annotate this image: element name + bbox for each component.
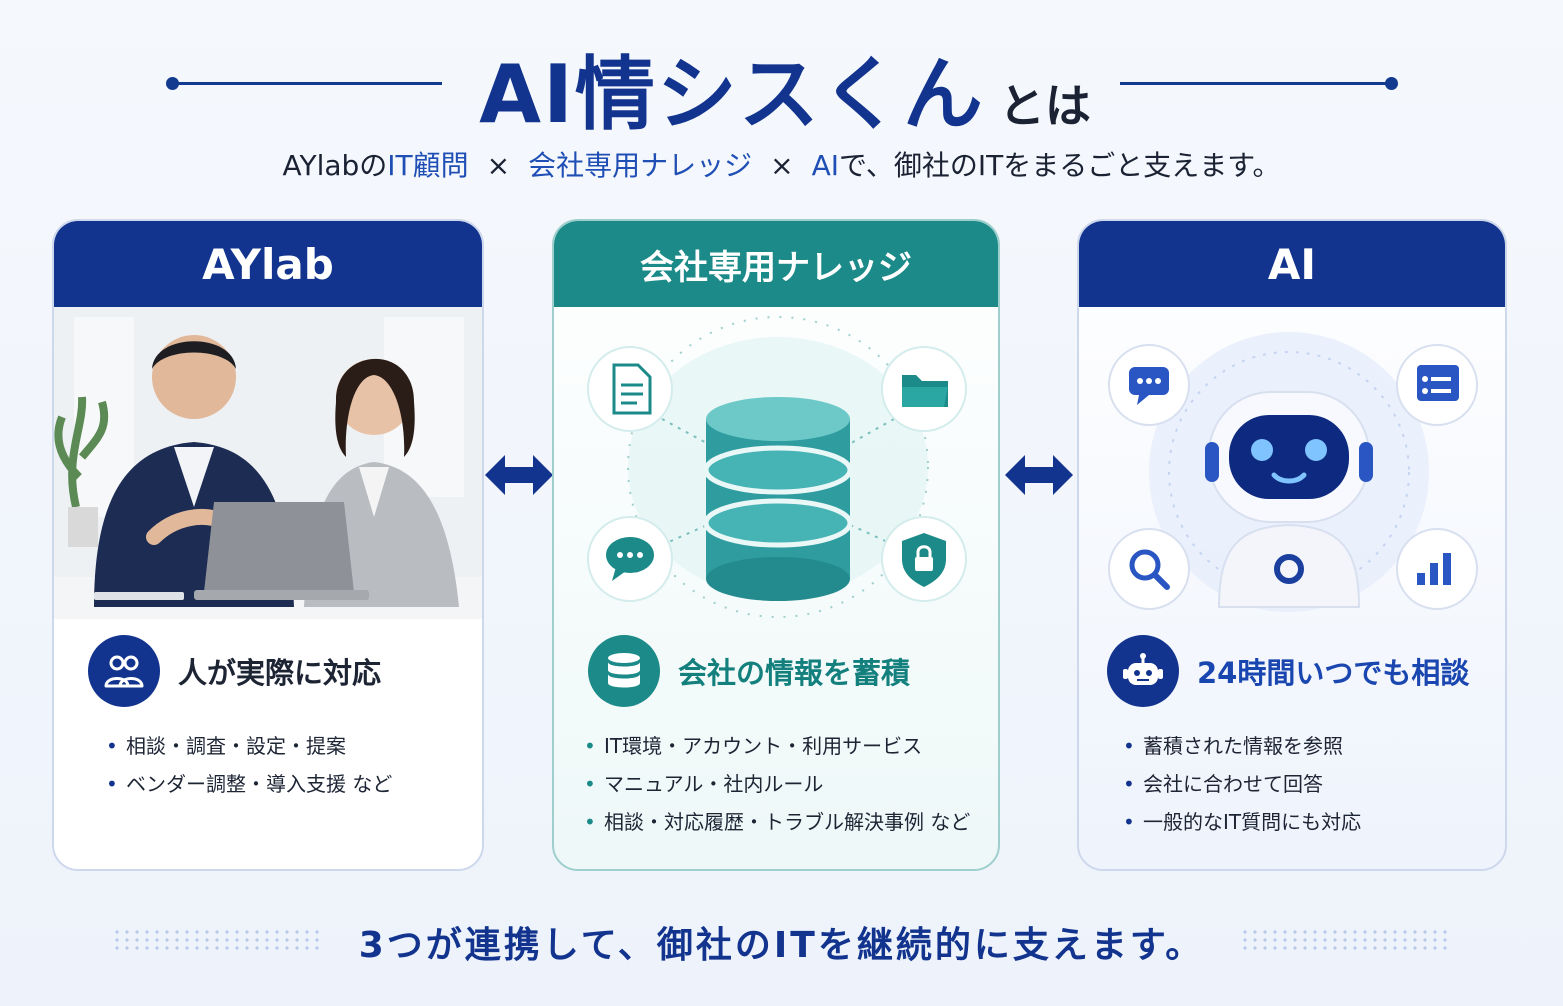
list-item: ベンダー調整・導入支援 など <box>106 765 392 803</box>
card-aylab-feature: 人が実際に対応 <box>88 635 381 707</box>
card-knowledge-heading: 会社専用ナレッジ <box>554 221 998 307</box>
subtitle: AYlabのIT顧問 × 会社専用ナレッジ × AIで、御社のITをまるごと支えます。 <box>0 144 1563 184</box>
subtitle-accent-knowledge: 会社専用ナレッジ <box>528 149 753 182</box>
card-knowledge: 会社専用ナレッジ <box>552 219 1000 871</box>
list-item: 蓄積された情報を参照 <box>1123 727 1361 765</box>
knowledge-illustration <box>587 316 967 618</box>
list-item: IT環境・アカウント・利用サービス <box>584 727 970 765</box>
subtitle-times-2: × <box>770 149 794 182</box>
card-aylab: AYlab <box>52 219 484 871</box>
card-ai-heading: AI <box>1079 221 1505 307</box>
knowledge-visual <box>554 307 998 619</box>
document-icon <box>587 346 673 432</box>
chat-icon <box>587 516 673 602</box>
page-title-main: AI情シスくん <box>479 48 985 141</box>
subtitle-tail: で、御社のITをまるごと支えます。 <box>839 149 1281 182</box>
card-ai-feature-title: 24時間いつでも相談 <box>1197 656 1470 690</box>
list-item: 相談・調査・設定・提案 <box>106 727 392 765</box>
card-knowledge-bullets: IT環境・アカウント・利用サービス マニュアル・社内ルール 相談・対応履歴・トラ… <box>584 727 970 841</box>
title-decor-dot-right <box>1385 77 1398 90</box>
card-ai-bullets: 蓄積された情報を参照 会社に合わせて回答 一般的なIT質問にも対応 <box>1123 727 1361 841</box>
chat-icon <box>1108 344 1190 426</box>
card-ai-feature: 24時間いつでも相談 <box>1107 635 1469 707</box>
card-knowledge-feature: 会社の情報を蓄積 <box>588 635 910 707</box>
consultants-illustration <box>54 307 482 619</box>
search-icon <box>1108 528 1190 610</box>
list-item: 相談・対応履歴・トラブル解決事例 など <box>584 803 970 841</box>
subtitle-accent-it-advisor: IT顧問 <box>387 149 469 182</box>
subtitle-particle: の <box>359 149 388 182</box>
double-arrow-icon <box>485 455 553 495</box>
title-decor-line-left <box>172 82 442 85</box>
database-icon <box>588 635 660 707</box>
page-title-suffix: とは <box>998 79 1091 133</box>
ai-visual <box>1079 307 1505 619</box>
card-aylab-heading: AYlab <box>54 221 482 307</box>
people-icon <box>88 635 160 707</box>
card-aylab-feature-title: 人が実際に対応 <box>178 656 382 690</box>
list-item: 会社に合わせて回答 <box>1123 765 1361 803</box>
list-window-icon <box>1396 344 1478 426</box>
folder-icon <box>881 346 967 432</box>
subtitle-times-1: × <box>486 149 511 182</box>
subtitle-accent-ai: AI <box>811 149 840 182</box>
double-arrow-icon <box>1005 455 1073 495</box>
consultants-photo <box>54 307 482 619</box>
title-decor-line-right <box>1120 82 1390 85</box>
subtitle-brand: AYlab <box>282 149 360 182</box>
robot-icon <box>1107 635 1179 707</box>
list-item: マニュアル・社内ルール <box>584 765 970 803</box>
card-knowledge-feature-title: 会社の情報を蓄積 <box>678 656 911 690</box>
chart-icon <box>1396 528 1478 610</box>
footer-decor-dots-right <box>1240 928 1450 954</box>
ai-robot-illustration <box>1108 332 1478 612</box>
footer-message: 3つが連携して、御社のITを継続的に支えます。 <box>358 925 1205 966</box>
card-ai: AI <box>1077 219 1507 871</box>
page-title: AI情シスくんとは <box>470 30 1100 146</box>
card-aylab-bullets: 相談・調査・設定・提案 ベンダー調整・導入支援 など <box>106 727 392 803</box>
footer-decor-dots-left <box>112 928 322 954</box>
title-row: AI情シスくんとは <box>0 22 1563 141</box>
list-item: 一般的なIT質問にも対応 <box>1123 803 1361 841</box>
shield-lock-icon <box>881 516 967 602</box>
